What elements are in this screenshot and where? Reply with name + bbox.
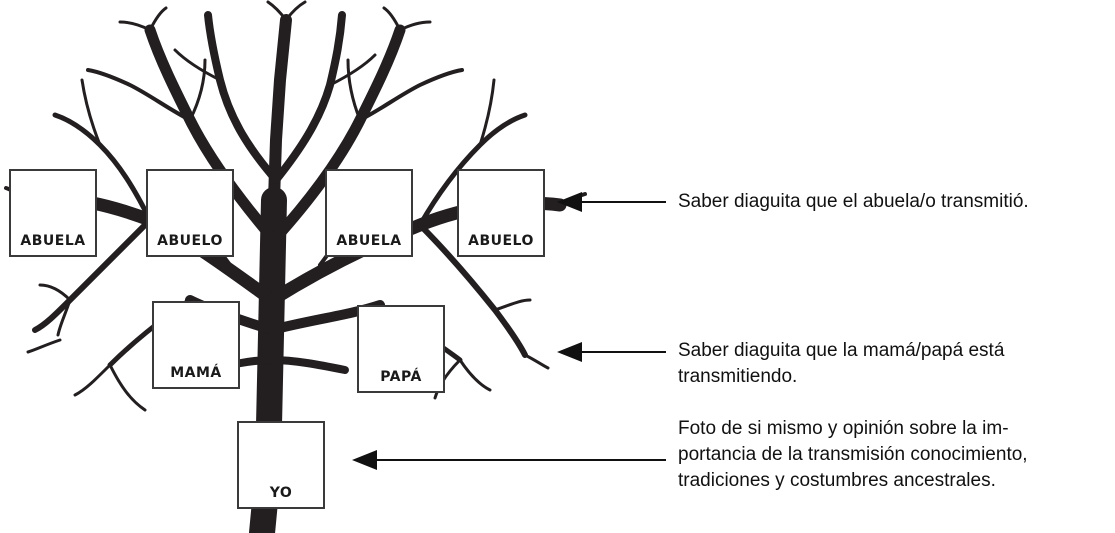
arrow-grandparents-head-icon (557, 192, 582, 212)
note-self-line-2: portancia de la transmisión conocimiento… (678, 444, 1028, 465)
photo-frame-abuelo-left: ABUELO (146, 169, 234, 257)
note-self-line-1: Foto de si mismo y opinión sobre la im- (678, 418, 1009, 439)
note-self-line-3: tradiciones y costumbres ancestrales. (678, 470, 996, 491)
note-parents-line-2: transmitiendo. (678, 366, 798, 387)
note-grandparents-text: Saber diaguita que el abuela/o transmiti… (678, 191, 1029, 212)
note-self: Foto de si mismo y opinión sobre la im- … (678, 416, 1028, 494)
frame-label: ABUELO (157, 233, 223, 249)
photo-frame-abuelo-right: ABUELO (457, 169, 545, 257)
frame-label: ABUELA (336, 233, 402, 249)
photo-frame-yo: YO (237, 421, 325, 509)
note-parents: Saber diaguita que la mamá/papá está tra… (678, 338, 1004, 390)
photo-frame-abuela-right: ABUELA (325, 169, 413, 257)
arrow-parents-head-icon (557, 342, 582, 362)
note-grandparents: Saber diaguita que el abuela/o transmiti… (678, 189, 1029, 215)
frame-label: ABUELO (468, 233, 534, 249)
frame-label: ABUELA (20, 233, 86, 249)
frame-label: YO (269, 485, 293, 501)
arrow-self-head-icon (352, 450, 377, 470)
photo-frame-abuela-left: ABUELA (9, 169, 97, 257)
frame-label: MAMÁ (170, 365, 222, 381)
photo-frame-papa: PAPÁ (357, 305, 445, 393)
note-parents-line-1: Saber diaguita que la mamá/papá está (678, 340, 1005, 361)
frame-label: PAPÁ (380, 369, 422, 385)
photo-frame-mama: MAMÁ (152, 301, 240, 389)
